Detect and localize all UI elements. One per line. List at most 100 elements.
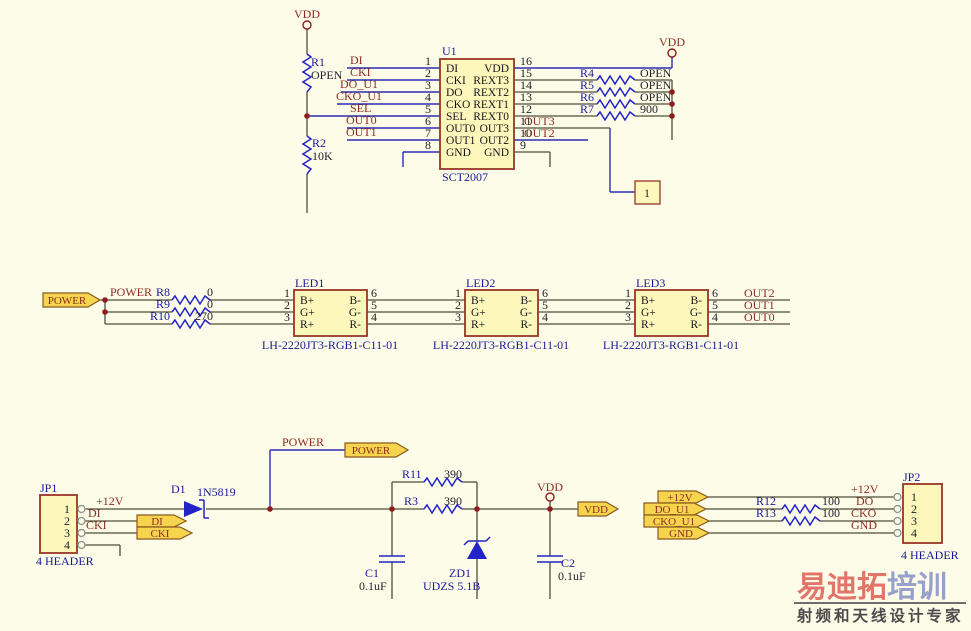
u1-pin-name: CKI [446,75,466,87]
watermark: 易迪拓培训 射频和天线设计专家 [794,570,966,625]
net-label-gnd: GND [851,518,877,532]
ground-symbols-bottom [107,556,563,608]
led-pin-name: G+ [471,307,486,319]
r4-value: OPEN [640,66,672,80]
port-12v-label: +12V [667,492,692,504]
u1-pin-name: OUT2 [480,135,510,147]
u1-pin-name: VDD [484,63,509,75]
net-label-out1: OUT1 [744,298,775,312]
r13-ref: R13 [756,506,776,520]
led2-part: LH-2220JT3-RGB1-C11-01 [433,338,569,352]
watermark-brand-blue: 培训 [887,570,947,605]
di-port-label: DI [151,516,163,528]
r12-value: 100 [822,494,840,508]
led-pin-name: G+ [300,307,315,319]
u1-pin-name: REXT3 [473,75,509,87]
pin-number: 1 [284,286,290,300]
pin-number: 2 [425,66,431,80]
power-port-bottom: POWER [344,442,410,458]
pin-number: 9 [520,138,526,152]
pin-number: 2 [64,514,70,528]
pin-number: 3 [425,78,431,92]
r6-ref: R6 [580,90,594,104]
led1: LED1 LH-2220JT3-RGB1-C11-01 B+ G+ R+ B- … [262,276,398,352]
pin-number: 1 [425,54,431,68]
led3-part: LH-2220JT3-RGB1-C11-01 [603,338,739,352]
u1-pin-name: GND [484,147,509,159]
pin-number: 4 [64,538,70,552]
net-label: SEL [350,101,371,115]
r10-ref: R10 [150,309,170,323]
cki-port-label: CKI [151,528,170,540]
vdd-port: VDD [577,501,620,517]
c2-value: 0.1uF [558,569,586,583]
u1-pin-name: REXT2 [473,87,509,99]
di-port: DI [136,514,188,528]
pin-number: 1 [911,490,917,504]
led-section: POWER POWER R8 R9 R10 0 0 270 LED1 LH-22… [42,276,790,352]
resistor-r3: R3 390 [404,494,463,514]
pin-number: 4 [425,90,431,104]
pin-number: 10 [520,126,532,140]
r4-ref: R4 [580,66,594,80]
vdd-left-label: VDD [294,7,320,21]
pin-number: 11 [520,114,532,128]
led-pin-name: B- [350,295,362,307]
pin-number: 2 [284,298,290,312]
rext-resistors: R4 R5 R6 R7 OPEN OPEN OPEN 900 [580,66,672,121]
u1-pin-name: OUT1 [446,135,476,147]
u1-part: SCT2007 [442,170,488,184]
led-pin-name: B+ [641,295,655,307]
net-label-12v: +12V [851,482,879,496]
led3-ref: LED3 [636,276,665,290]
net-label-cko: CKO [851,506,877,520]
capacitor-c2: C2 0.1uF [537,555,586,583]
u1-pin-name: DO [446,87,463,99]
net-label: DI [350,53,363,67]
net-label-do: DO [856,494,874,508]
pin-number: 4 [911,526,917,540]
r12-ref: R12 [756,494,776,508]
c1-value: 0.1uF [359,579,387,593]
pin-number: 7 [425,126,431,140]
pin-number: 1 [64,502,70,516]
pin-number: 6 [542,286,548,300]
r13-value: 100 [822,506,840,520]
vdd-right-label: VDD [659,35,685,49]
u1-pin-name: OUT0 [446,123,476,135]
u1-pin-names-right: VDD REXT3 REXT2 REXT1 REXT0 OUT3 OUT2 GN… [473,63,509,159]
led-pin-name: B+ [471,295,485,307]
watermark-brand-red: 易迪拓 [797,570,887,605]
resistor-r1: R1 OPEN [302,53,343,93]
pin-number: 3 [625,310,631,324]
r2-value: 10K [312,149,333,163]
watermark-brand: 易迪拓培训 [797,570,947,605]
net-label: CKI [350,65,371,79]
u1-chip: U1 SCT2007 DI CKI DO CKO SEL OUT0 OUT1 G… [425,44,532,184]
net-label: OUT1 [346,125,377,139]
c2-ref: C2 [561,556,575,570]
r11-value: 390 [444,467,462,481]
jp1-ref: JP1 [40,481,57,495]
led-pin-name: R- [691,319,703,331]
r11-ref: R11 [402,467,422,481]
pin-number: 2 [455,298,461,312]
r6-value: OPEN [640,90,672,104]
jp2-header: JP2 4 HEADER 1 2 3 4 [893,470,959,562]
pin-number: 15 [520,66,532,80]
jp2-ports: +12V DO_U1 CKO_U1 GND [643,490,711,540]
port-do-u1-label: DO_U1 [655,504,690,516]
zd1-part: UDZS 5.1B [423,579,480,593]
d1-ref: D1 [171,482,186,496]
net-label: DO_U1 [340,77,378,91]
u1-pin-name: REXT0 [473,111,509,123]
vdd-power-symbol-right: VDD [659,35,685,58]
led-pin-name: R- [521,319,533,331]
pin-number: 13 [520,90,532,104]
pin-number: 1 [625,286,631,300]
led-series-resistors: R8 R9 R10 0 0 270 [150,285,213,329]
led3: LED3 LH-2220JT3-RGB1-C11-01 B+ G+ R+ B- … [603,276,739,352]
pin-number: 6 [712,286,718,300]
u1-pin-names-left: DI CKI DO CKO SEL OUT0 OUT1 GND [446,63,476,159]
